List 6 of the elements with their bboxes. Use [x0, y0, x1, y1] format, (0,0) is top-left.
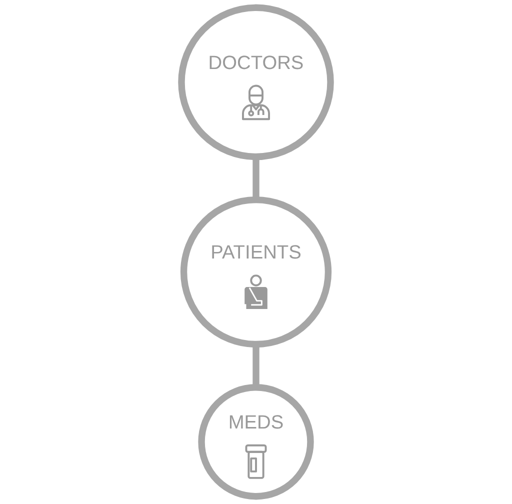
node-label: DOCTORS [208, 52, 304, 76]
node-circle [178, 4, 334, 160]
node-circle [180, 196, 332, 348]
node-label: PATIENTS [210, 241, 302, 266]
node-label: MEDS [228, 411, 284, 436]
node-circle [198, 384, 314, 500]
